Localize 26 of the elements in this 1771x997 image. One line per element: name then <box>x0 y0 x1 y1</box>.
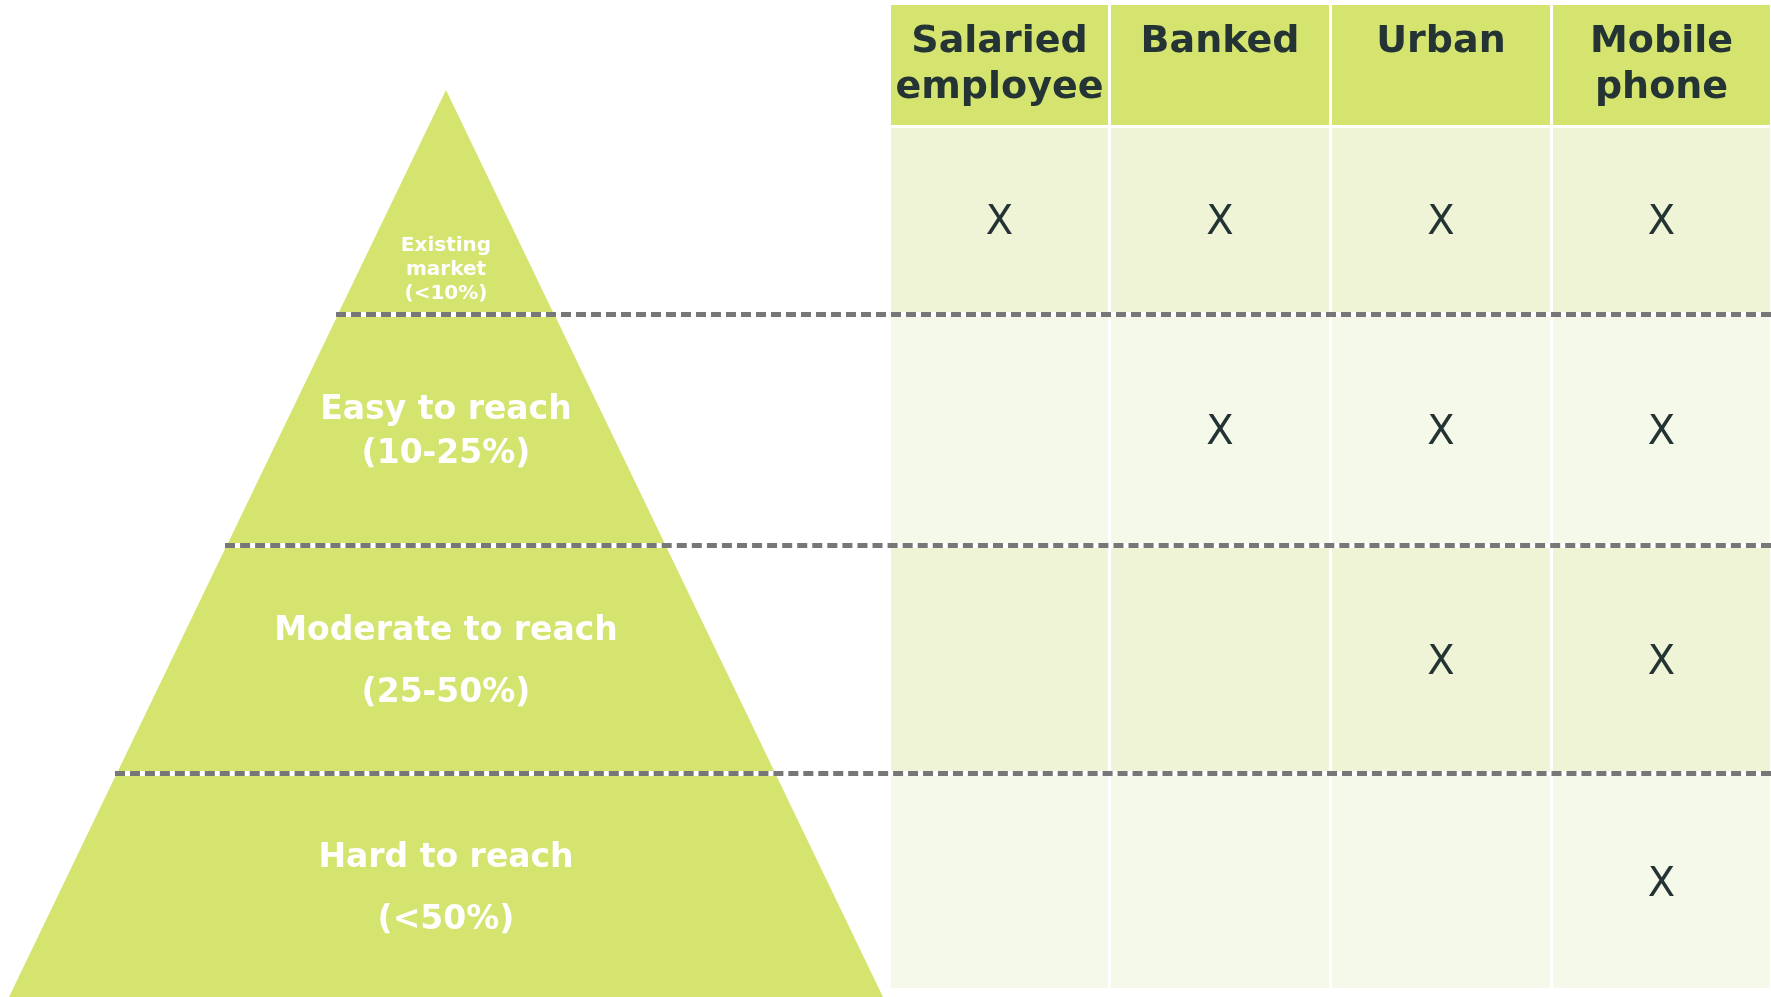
table-cell: X <box>1553 548 1770 771</box>
pyramid-tier <box>339 90 553 312</box>
column-header: Banked <box>1111 5 1329 125</box>
percentage-label: (10-25%) <box>361 431 531 473</box>
column-header: Urban <box>1332 5 1550 125</box>
table-cell: X <box>1111 128 1329 312</box>
table-cell: X <box>1332 317 1550 543</box>
table-cell: X <box>1553 317 1770 543</box>
table-cell: X <box>891 128 1108 312</box>
tier-label: Hard to reach <box>318 834 574 877</box>
tier-label: Moderate to reach <box>274 607 618 650</box>
table-cell: X <box>1553 776 1770 988</box>
tier-label: Existing market <box>399 232 493 280</box>
percentage-label: (25-50%) <box>361 669 531 712</box>
table-cell: X <box>1332 128 1550 312</box>
column-header: Salaried employee <box>891 5 1108 125</box>
pyramid-tier <box>117 548 775 771</box>
percentage-label: (<10%) <box>404 280 488 304</box>
column-header: Mobile phone <box>1553 5 1770 125</box>
table-cell: X <box>1111 317 1329 543</box>
tier-label: Easy to reach <box>320 387 572 429</box>
pyramid-tier <box>227 317 665 543</box>
pyramid-tier <box>9 776 883 997</box>
table-cell: X <box>1553 128 1770 312</box>
percentage-label: (<50%) <box>377 896 515 939</box>
table-cell: X <box>1332 548 1550 771</box>
